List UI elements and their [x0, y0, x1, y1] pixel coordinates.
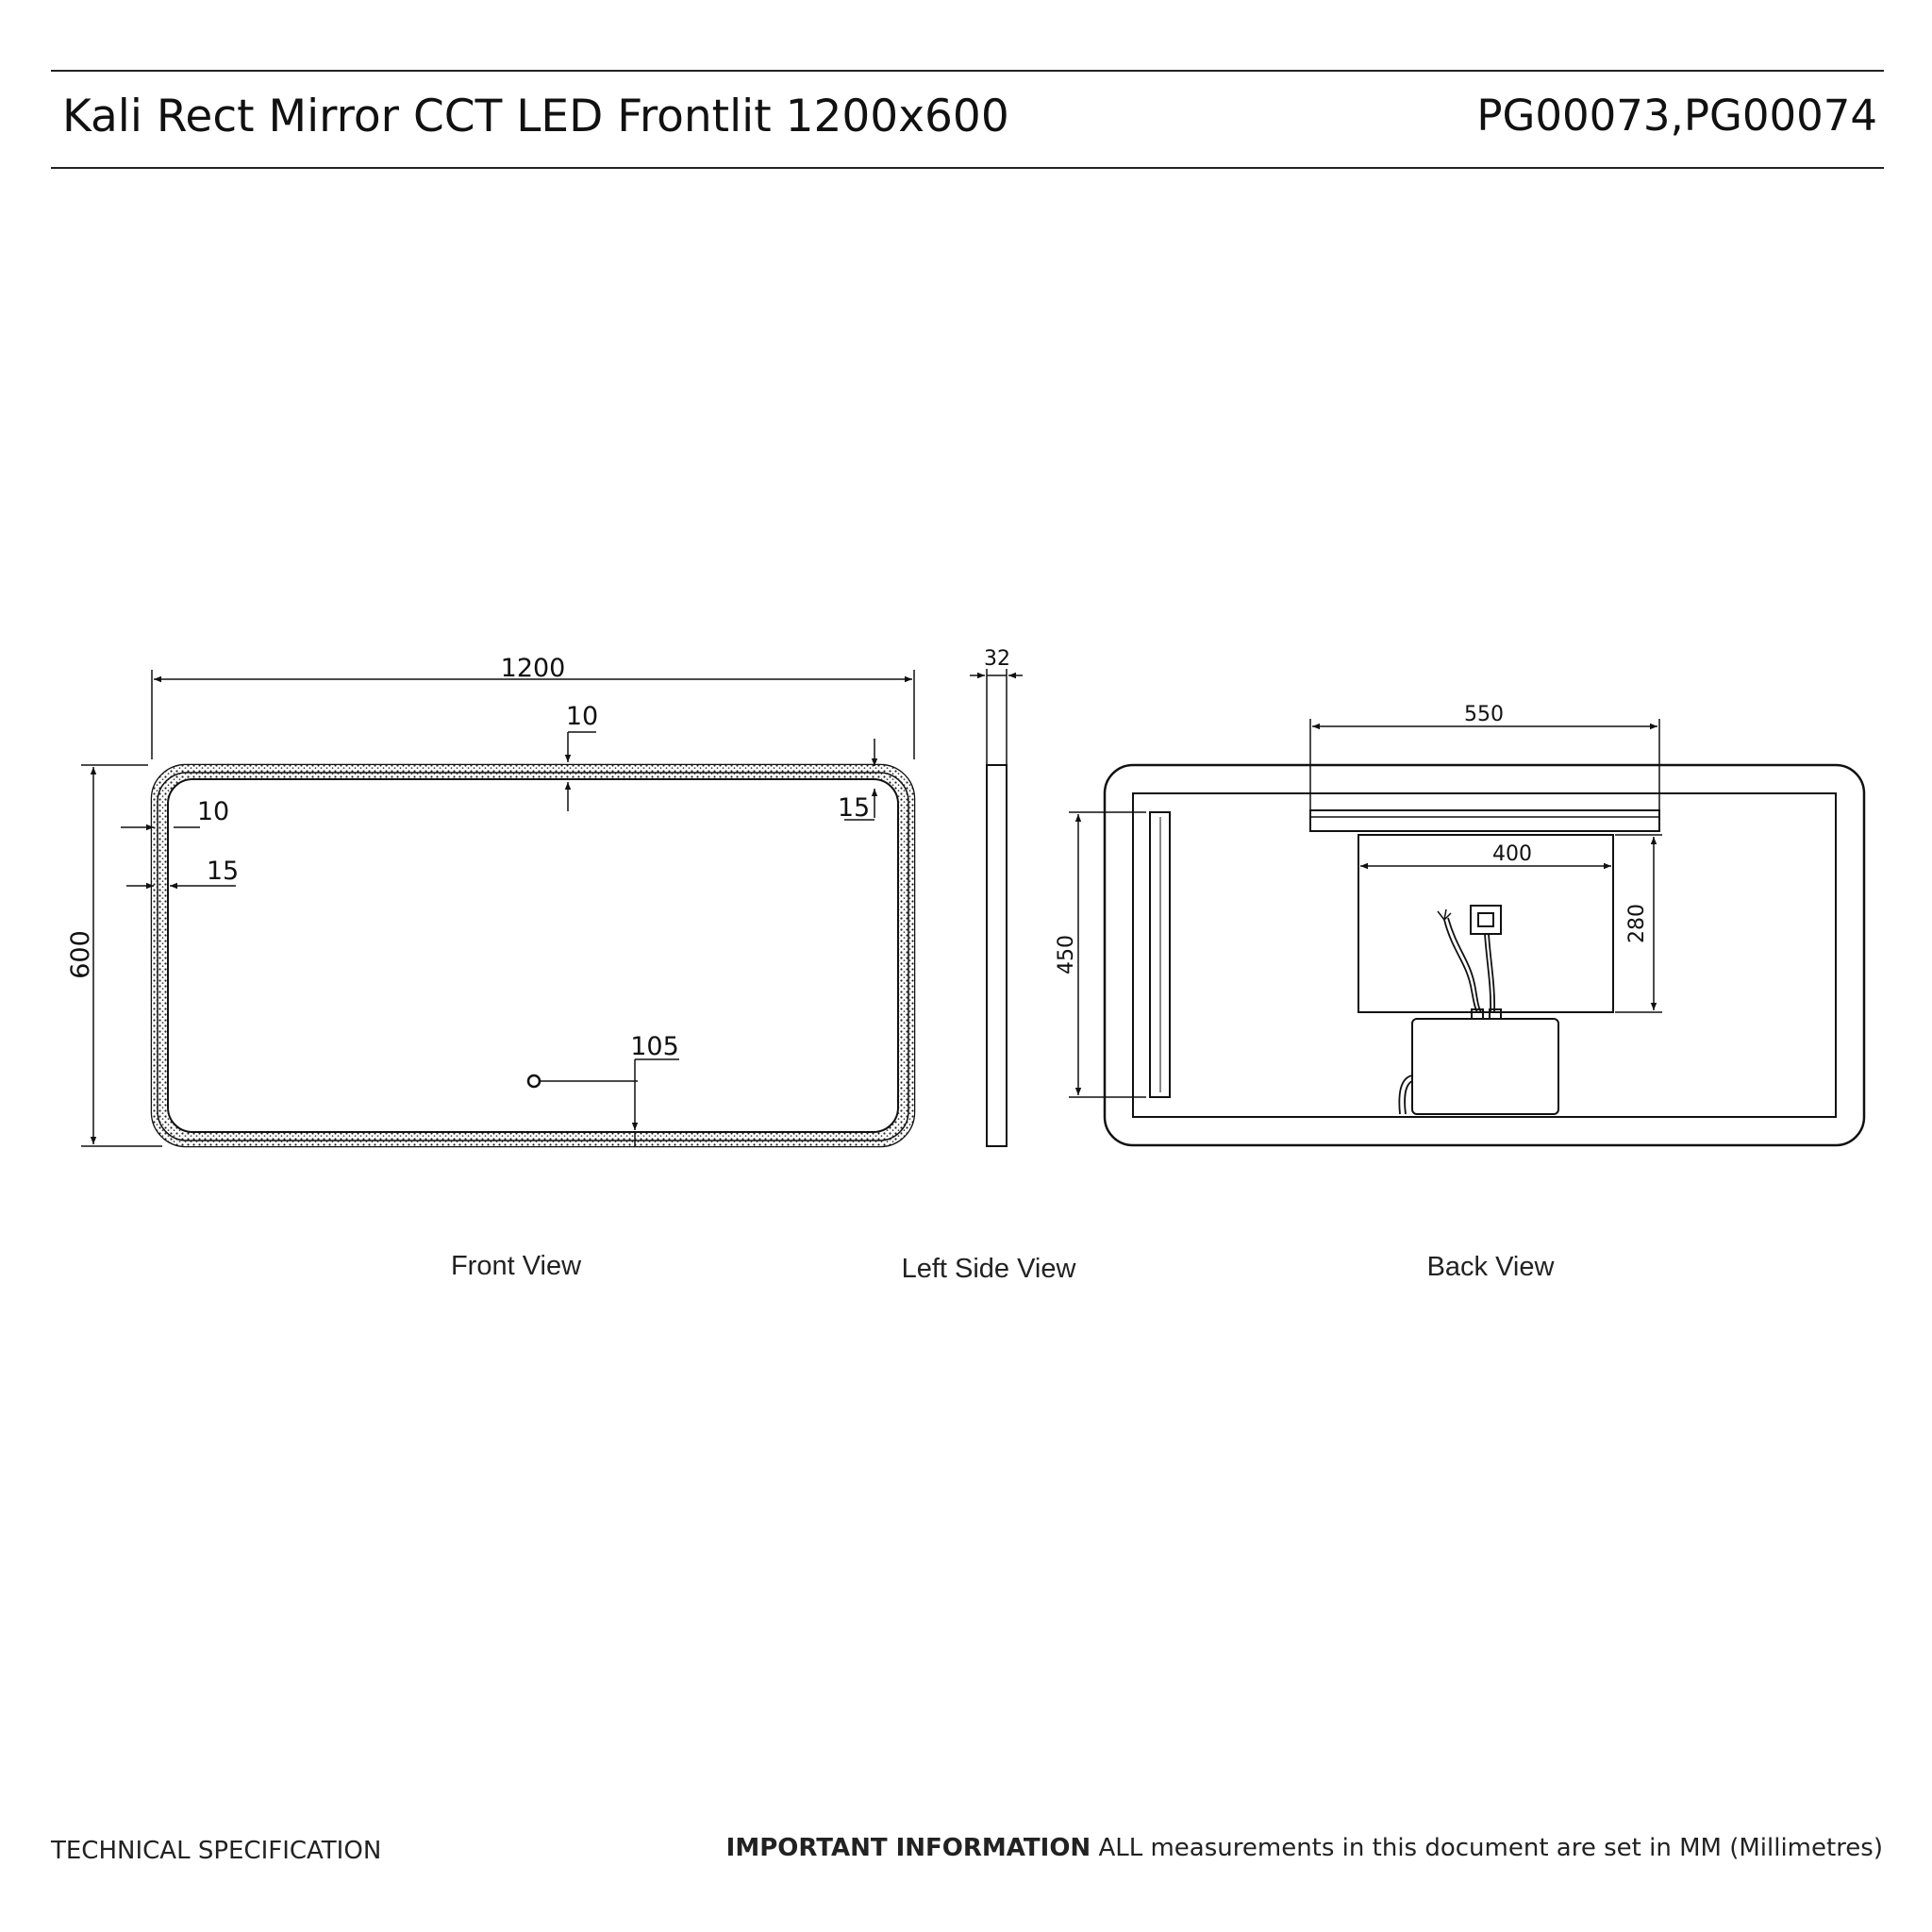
label-front-view: Front View	[451, 1251, 582, 1281]
side-view	[970, 669, 1023, 1147]
dim-back-box-width: 400	[1492, 842, 1532, 866]
dim-sensor-offset: 105	[630, 1032, 679, 1061]
label-back-view: Back View	[1427, 1252, 1556, 1282]
hanging-bracket	[1309, 809, 1660, 832]
back-mirror-outline	[1103, 763, 1866, 1147]
dim-front-height: 600	[66, 930, 95, 979]
front-led-outer-edge	[157, 772, 909, 1141]
cable-left	[1443, 919, 1478, 1013]
led-driver	[1411, 1018, 1559, 1115]
dim-back-box-height: 280	[1625, 904, 1649, 943]
dim-corner-led-width: 15	[838, 793, 870, 823]
back-led-strip	[1149, 811, 1171, 1098]
front-view	[81, 670, 916, 1148]
dim-front-width: 1200	[501, 654, 566, 683]
dim-left-led-offset: 10	[197, 797, 229, 826]
label-side-view: Left Side View	[902, 1254, 1077, 1284]
product-codes: PG00073,PG00074	[1476, 91, 1877, 141]
connector-icon	[1470, 905, 1502, 935]
dim-left-led-width: 15	[207, 857, 239, 886]
back-panel	[1132, 792, 1837, 1118]
dim-top-led-offset: 10	[566, 702, 598, 731]
back-view	[1069, 719, 1866, 1147]
side-profile	[986, 764, 1008, 1147]
footer-important-information: IMPORTANT INFORMATION ALL measurements i…	[726, 1834, 1883, 1862]
cable-right	[1484, 933, 1492, 1013]
footer-measurement-note: ALL measurements in this document are se…	[1091, 1834, 1883, 1862]
dim-side-depth: 32	[984, 647, 1010, 671]
dim-back-strip-height: 450	[1055, 935, 1078, 974]
header-bottom-rule	[51, 167, 1884, 169]
front-mirror-inner	[167, 778, 899, 1133]
footer-technical-specification: TECHNICAL SPECIFICATION	[51, 1837, 382, 1865]
footer-important-label: IMPORTANT INFORMATION	[725, 1834, 1091, 1862]
document-title: Kali Rect Mirror CCT LED Frontlit 1200x6…	[62, 91, 1009, 142]
header-top-rule	[51, 70, 1884, 72]
front-led-band	[152, 765, 914, 1146]
back-box	[1357, 834, 1614, 1013]
dim-back-bracket-width: 550	[1464, 703, 1504, 726]
